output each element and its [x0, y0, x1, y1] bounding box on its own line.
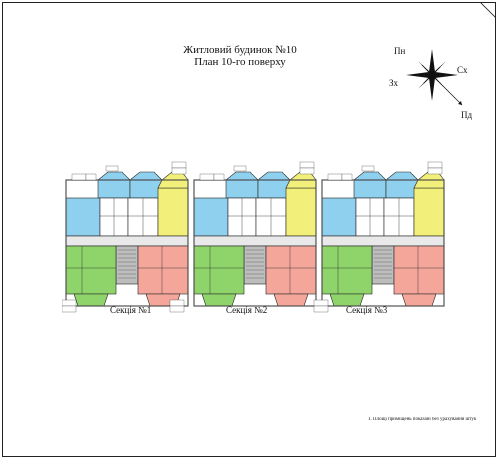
title-building: Житловий будинок №10: [183, 44, 297, 56]
section-2-label: Секція №2: [226, 305, 268, 315]
sheet-border: [2, 2, 496, 457]
compass-north-label: Пн: [394, 46, 406, 56]
compass-south-label: Пд: [461, 110, 473, 120]
section-1-label: Секція №1: [110, 305, 152, 315]
floor-plan: [62, 161, 445, 313]
corner-mark: [480, 2, 496, 18]
compass-east-label: Сх: [457, 65, 468, 75]
title-floor: План 10-го поверху: [194, 56, 286, 68]
compass-star-icon: [406, 49, 463, 106]
plan-title: Житловий будинок №10 План 10-го поверху: [140, 44, 340, 68]
compass-west-label: Зх: [389, 78, 399, 88]
compass-rose: Пн Сх Зх Пд: [383, 40, 483, 130]
section-3-label: Секція №3: [346, 305, 388, 315]
footnote: 1. Площі приміщень показані без урахуван…: [368, 417, 477, 422]
